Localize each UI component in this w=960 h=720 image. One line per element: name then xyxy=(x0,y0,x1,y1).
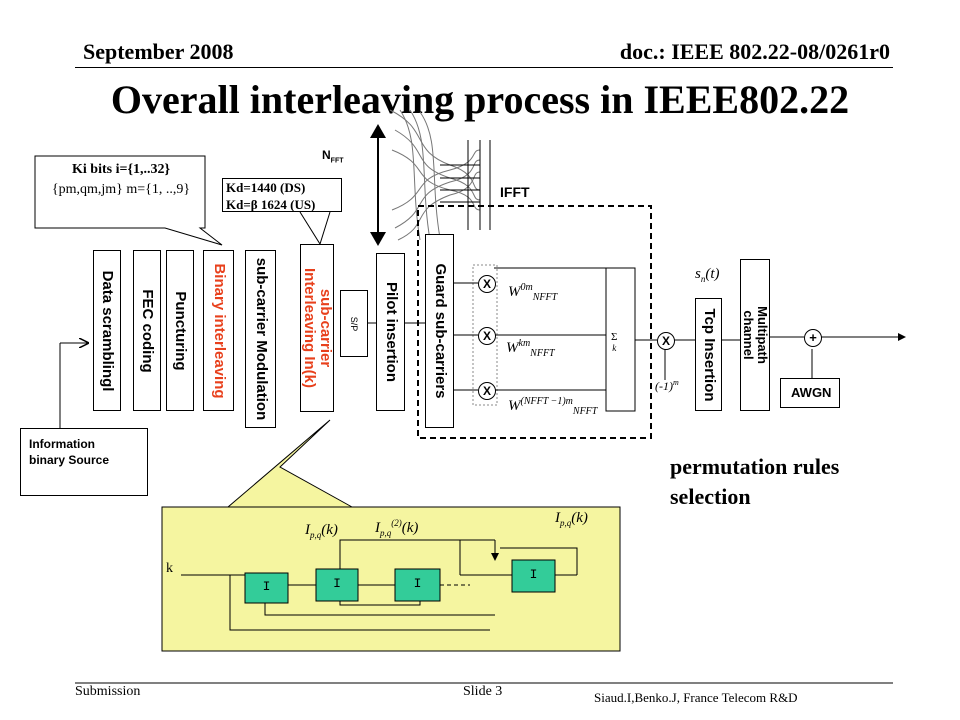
subcarrier-spectrum xyxy=(389,109,481,241)
callout-kd-line1: Kd=1440 (DS) xyxy=(226,180,306,195)
callout-ki-text: Ki bits i={1,..32} {pm,qm,jm} m={1, ..,9… xyxy=(38,160,204,200)
callout-kd-line2: Kd=β 1624 (US) xyxy=(226,197,316,212)
block-fec-coding: FEC coding xyxy=(133,250,161,411)
inset-box-4-label: I xyxy=(529,567,538,582)
sn-t-label: sn(t) xyxy=(695,266,720,284)
inset-ipq-n: Ip,q(k) xyxy=(555,510,588,528)
nfft-label: NFFT xyxy=(322,148,344,165)
inset-k-label: k xyxy=(166,561,173,576)
block-binary-interleaving: Binary interleaving xyxy=(203,250,234,411)
inset-box-2-label: I xyxy=(333,576,341,591)
inset-box-1 xyxy=(244,572,289,604)
block-sp: S/P xyxy=(340,290,368,357)
minus-one-power: (-1)m xyxy=(655,378,679,393)
block-tcp-insertion: Tcp Insertion xyxy=(695,298,722,411)
callout-ki-line1: Ki bits i={1,..32} xyxy=(72,162,170,177)
inset-box-3-label: I xyxy=(413,576,422,591)
block-multipath-channel: Multipath channel xyxy=(740,259,770,411)
inset-pointer xyxy=(227,419,353,508)
inset-box-3 xyxy=(394,568,441,602)
adder: + xyxy=(804,329,822,347)
footer-author: Siaud.I,Benko.J, France Telecom R&D xyxy=(594,690,798,705)
page-title: Overall interleaving process in IEEE802.… xyxy=(110,77,850,122)
inset-box-2 xyxy=(315,568,359,602)
footer-submission: Submission xyxy=(75,684,141,699)
block-subcarrier-modulation: sub-carrier Modulation xyxy=(245,250,276,428)
header-rule xyxy=(75,67,893,68)
block-awgn: AWGN xyxy=(780,378,840,408)
block-data-scrambling: Data scramblingl xyxy=(93,250,121,411)
ifft-dashed-box xyxy=(417,205,652,439)
header-doc: doc.: IEEE 802.22-08/0261r0 xyxy=(619,39,890,64)
twiddle-0m: W0mNFFT xyxy=(508,282,558,303)
inset-box-4 xyxy=(511,559,556,593)
inset-ipq-2: Ip,q(2)(k) xyxy=(375,518,419,538)
callout-kd: Kd=1440 (DS) Kd=β 1624 (US) xyxy=(222,178,342,212)
block-information-source: Information binary Source xyxy=(20,428,148,496)
multiplier-4: X xyxy=(657,332,675,350)
sigma-symbol: Σ k xyxy=(611,331,618,354)
header-date: September 2008 xyxy=(83,39,234,64)
beta-symbol: β xyxy=(250,197,258,212)
multiplier-1: X xyxy=(478,275,496,293)
block-pilot-insertion: Pilot insertion xyxy=(376,253,405,411)
permutation-label: permutation rules selection xyxy=(670,454,840,509)
twiddle-last: W(NFFT −1)mNFFT xyxy=(508,396,598,417)
inset-ipq-1: Ip,q(k) xyxy=(305,522,338,540)
inset-box-1-label: I xyxy=(262,579,271,594)
callout-kd-pointer xyxy=(299,211,331,246)
block-puncturing: Puncturing xyxy=(166,250,194,411)
callout-ki-shape xyxy=(34,155,223,246)
block-guard-subcarriers: Guard sub-carriers xyxy=(425,234,454,428)
block-subcarrier-interleaving: sub-carrier Interleaving In(k) xyxy=(300,244,334,412)
ifft-label: IFFT xyxy=(500,184,530,200)
footer-slide: Slide 3 xyxy=(463,684,503,699)
multiplier-3: X xyxy=(478,382,496,400)
callout-ki-line2: {pm,qm,jm} m={1, ..,9} xyxy=(51,182,191,197)
twiddle-km: WkmNFFT xyxy=(506,338,555,359)
multiplier-2: X xyxy=(478,327,496,345)
